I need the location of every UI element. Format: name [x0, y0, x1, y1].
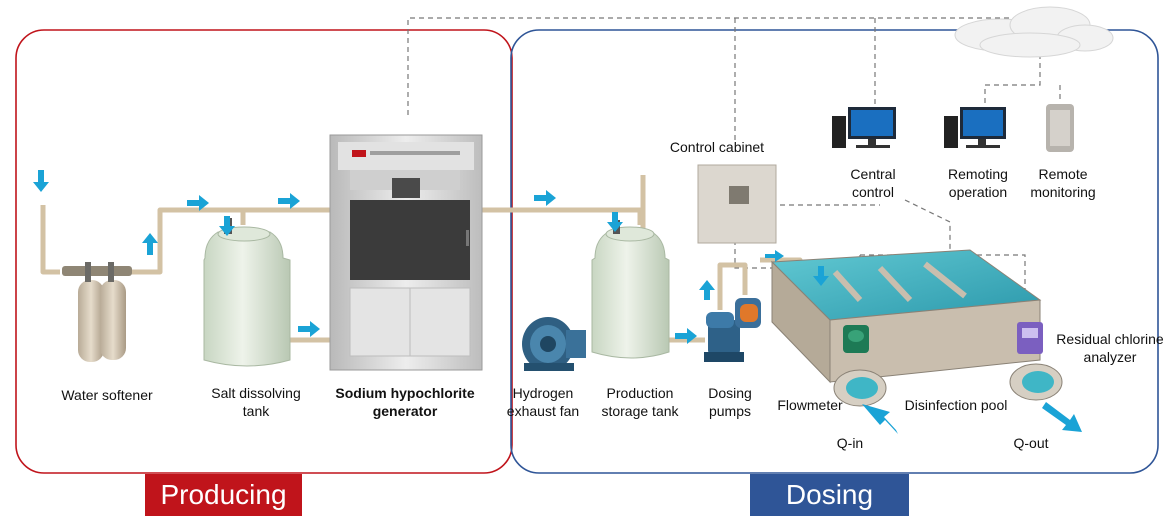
central-control-label: Central control — [838, 165, 908, 201]
flowmeter-label: Flowmeter — [777, 397, 843, 413]
central-control-computer-icon — [832, 107, 896, 148]
cloud-icon — [954, 6, 1114, 58]
generator-label-line1: Sodium hypochlorite — [335, 385, 475, 401]
salt-dissolving-tank-label: Salt dissolving tank — [196, 384, 316, 420]
arrow-up-icon — [699, 280, 715, 300]
salt-tank-label-line1: Salt dissolving — [211, 385, 301, 401]
central-label-line1: Central — [850, 166, 896, 182]
chlorine-label-line1: Residual chlorine — [1056, 331, 1164, 347]
arrow-right-icon — [278, 193, 300, 209]
production-storage-tank-label: Production storage tank — [592, 384, 688, 420]
control-cabinet-label: Control cabinet — [669, 139, 765, 155]
generator-label: Sodium hypochlorite generator — [325, 384, 485, 420]
arrow-right-icon — [765, 250, 784, 262]
arrow-right-icon — [675, 328, 697, 344]
central-label-line2: control — [851, 184, 895, 200]
q-out-arrow-icon — [1042, 402, 1082, 432]
arrow-right-icon — [187, 195, 209, 211]
water-softener-label: Water softener — [61, 387, 153, 403]
storage-label-line1: Production — [606, 385, 674, 401]
producing-section-border — [15, 29, 513, 474]
generator-label-line2: generator — [372, 403, 438, 419]
chlorine-label-line2: analyzer — [1083, 349, 1137, 365]
production-storage-tank-icon — [591, 220, 670, 359]
disinfection-pool-icon — [770, 249, 1063, 407]
arrow-down-icon — [813, 266, 829, 286]
arrow-right-icon — [298, 321, 320, 337]
salt-dissolving-tank-icon — [203, 218, 291, 367]
pumps-label-line1: Dosing — [708, 385, 752, 401]
dosing-section-border — [510, 29, 1159, 474]
arrow-up-icon — [142, 233, 158, 255]
remote-monitoring-label: Remote monitoring — [1022, 165, 1104, 201]
storage-label-line2: storage tank — [601, 403, 679, 419]
hydrogen-exhaust-fan-label: Hydrogen exhaust fan — [500, 384, 586, 420]
remote-monitoring-phone-icon — [1046, 104, 1074, 152]
producing-banner: Producing — [145, 474, 302, 516]
disinfection-pool-label: Disinfection pool — [904, 397, 1008, 413]
remoting-label-line2: operation — [948, 184, 1008, 200]
dosing-pumps-label: Dosing pumps — [700, 384, 760, 420]
pumps-label-line2: pumps — [708, 403, 752, 419]
control-cabinet-icon — [697, 164, 777, 244]
q-out-label: Q-out — [1013, 435, 1049, 451]
arrow-down-icon — [33, 170, 49, 192]
dosing-banner: Dosing — [750, 474, 909, 516]
arrow-down-icon — [219, 216, 235, 236]
sodium-hypochlorite-generator-icon — [329, 134, 483, 371]
dosing-pumps-icon — [704, 298, 761, 362]
residual-chlorine-analyzer-label: Residual chlorine analyzer — [1050, 330, 1170, 366]
remoting-operation-label: Remoting operation — [938, 165, 1018, 201]
hydrogen-exhaust-fan-icon — [522, 317, 586, 371]
fan-label-line1: Hydrogen — [512, 385, 574, 401]
flowmeter-icon — [843, 325, 869, 353]
arrow-right-icon — [534, 190, 556, 206]
fan-label-line2: exhaust fan — [506, 403, 580, 419]
q-in-arrow-icon — [862, 404, 898, 434]
remote-label-line2: monitoring — [1030, 184, 1096, 200]
flow-arrows — [33, 170, 829, 344]
q-in-label: Q-in — [836, 435, 864, 451]
arrow-down-icon — [607, 212, 623, 232]
remote-label-line1: Remote — [1038, 166, 1088, 182]
salt-tank-label-line2: tank — [242, 403, 270, 419]
residual-chlorine-analyzer-icon — [1017, 322, 1043, 354]
remoting-label-line1: Remoting — [948, 166, 1008, 182]
water-softener-icon — [62, 262, 132, 362]
remoting-operation-computer-icon — [944, 107, 1006, 148]
